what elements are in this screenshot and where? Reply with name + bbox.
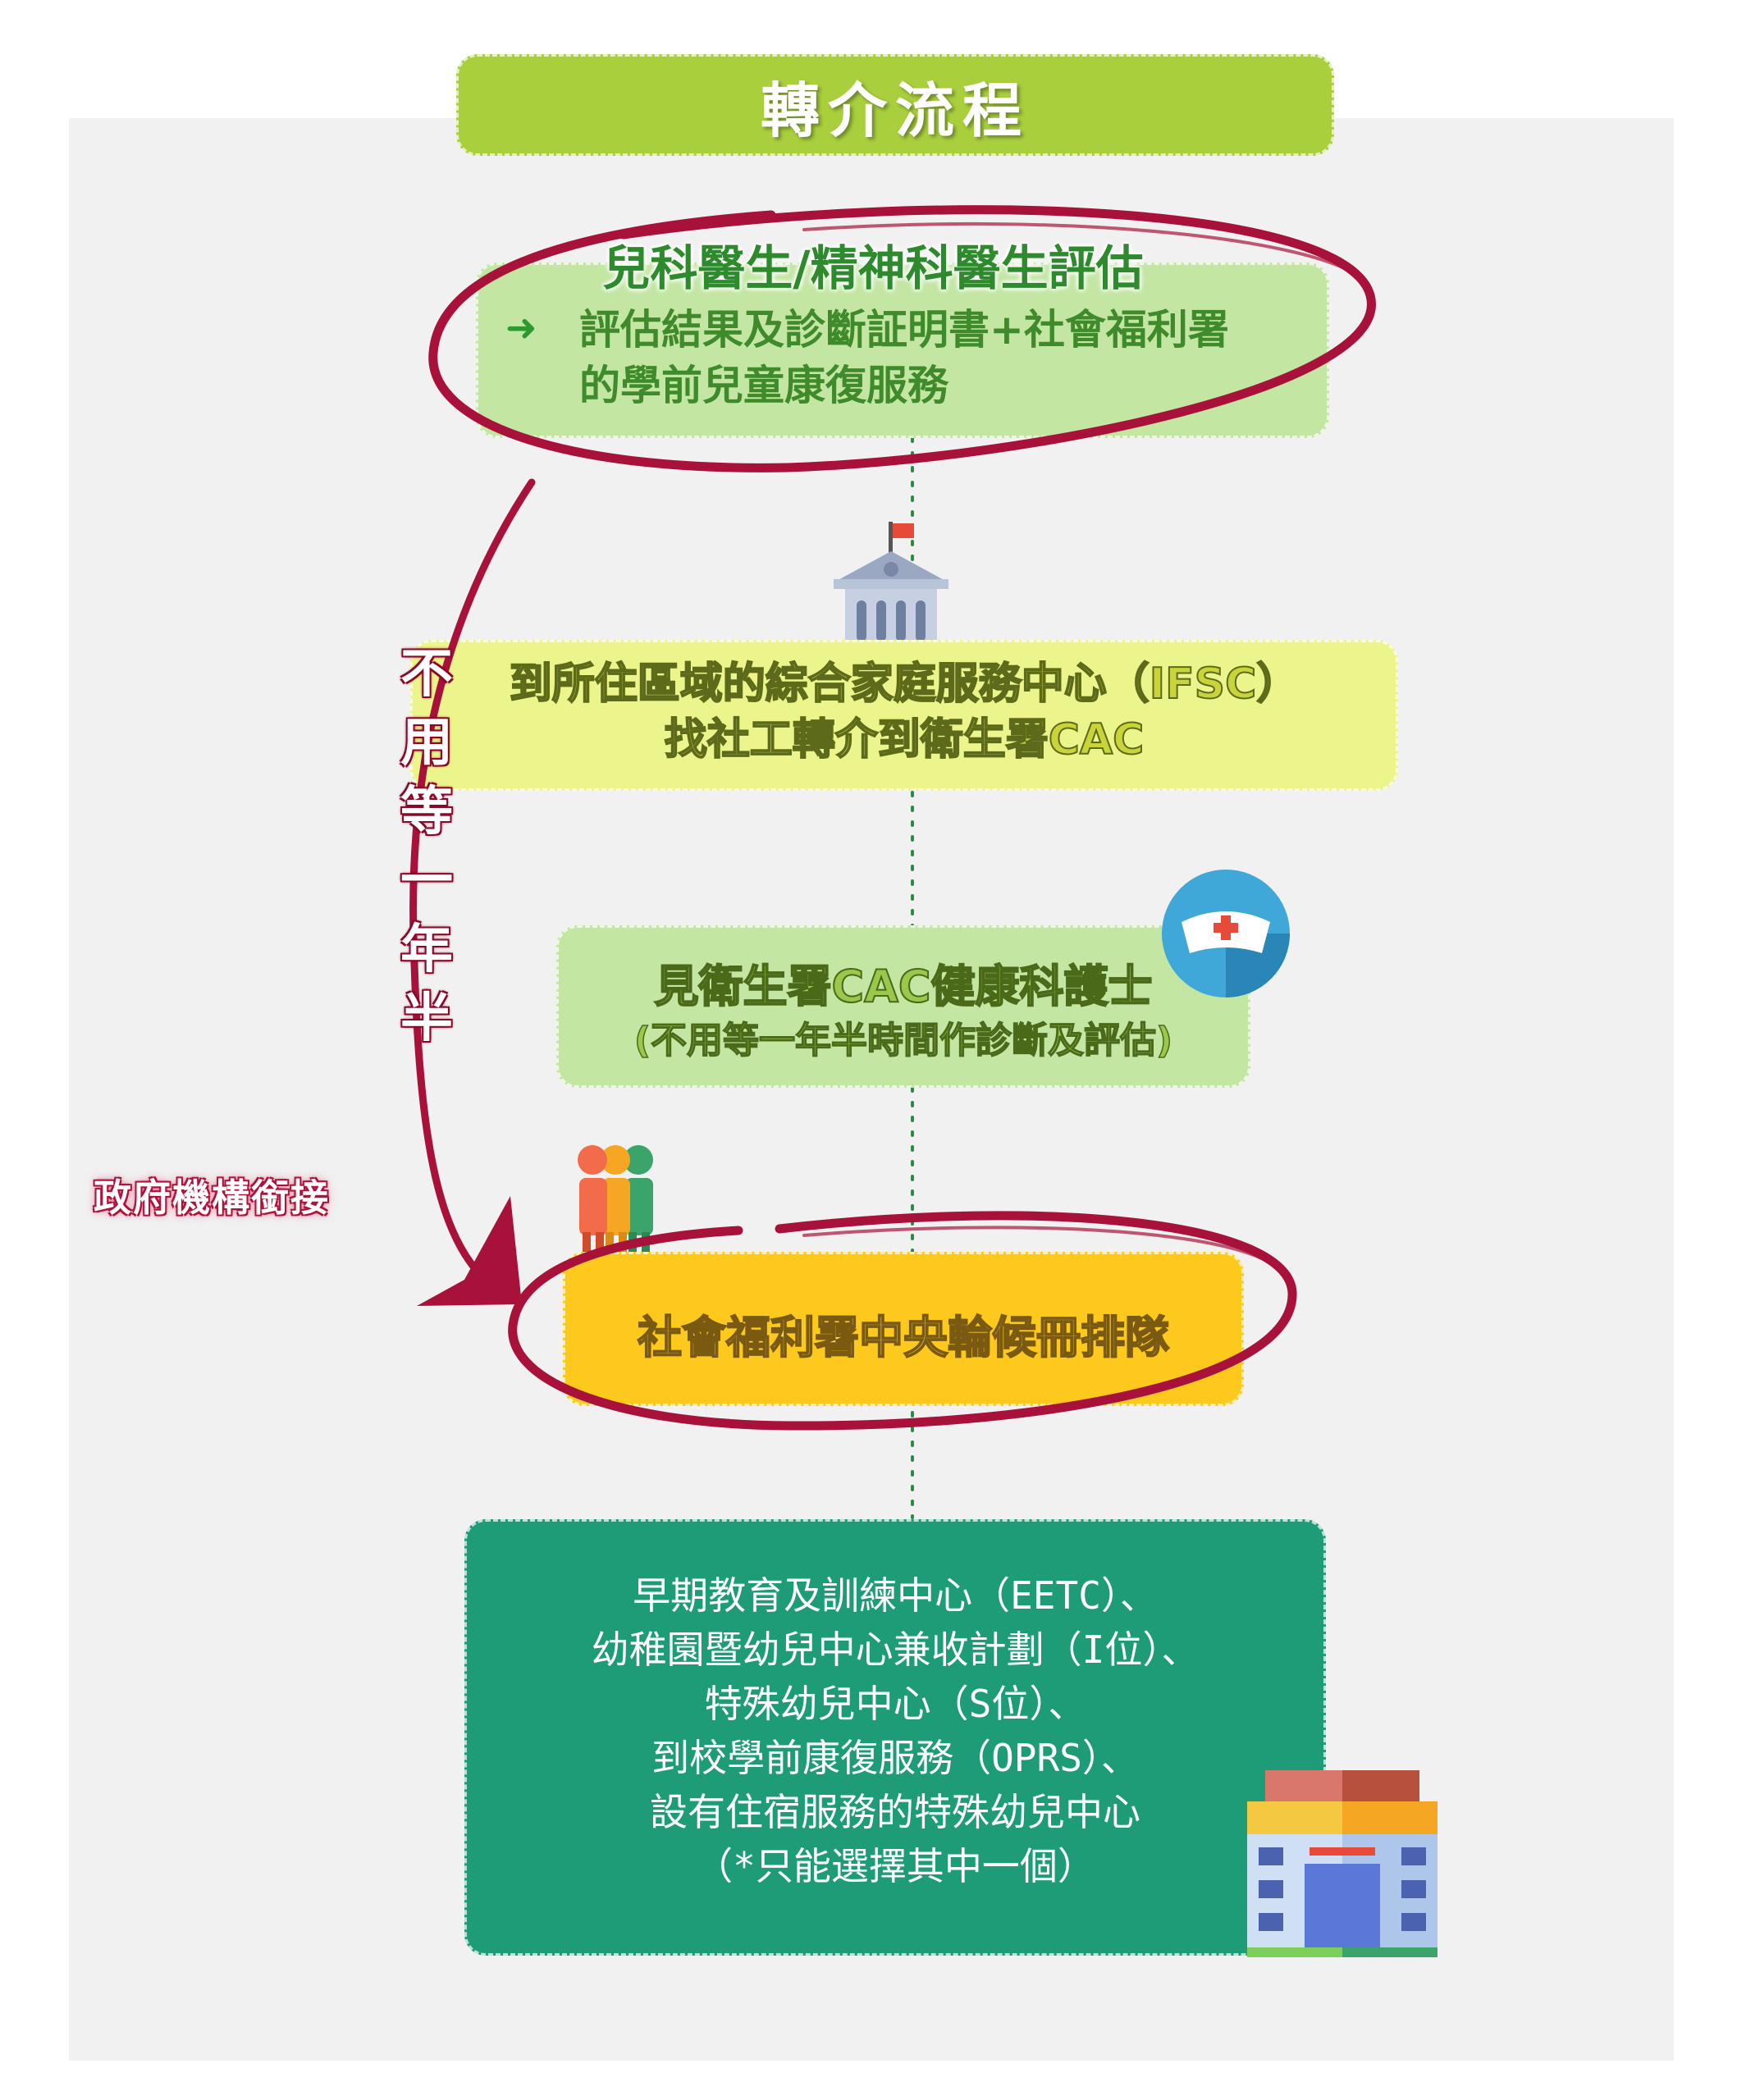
services-item: 幼稚園暨幼兒中心兼收計劃（I位）、: [591, 1628, 1200, 1672]
highlight-ellipse-top: [428, 205, 1376, 472]
gov-link-label: 政府機構銜接: [94, 1176, 330, 1220]
step-waitlist-text: 社會福利署中央輪候冊排隊: [637, 1311, 1170, 1364]
no-wait-char: 半: [400, 988, 453, 1049]
curved-arrow-line: [409, 478, 536, 1290]
step-cac-box: [556, 925, 1250, 1088]
school-building-icon: [1247, 1770, 1437, 1957]
step-paediatrician-heading: 兒科醫生/精神科醫生評估: [602, 240, 1144, 296]
services-item: 到校學前康復服務（OPRS）、: [651, 1736, 1139, 1780]
page-title: 轉介流程: [760, 75, 1030, 145]
services-item: 早期教育及訓練中心（EETC）、: [633, 1573, 1158, 1618]
step-cac-title: 見衛生署CAC健康科護士: [653, 960, 1153, 1013]
nurse-cap-icon: [1162, 870, 1290, 998]
step-ifsc-line2: 找社工轉介到衛生署CAC: [664, 714, 1145, 765]
services-item: （*只能選擇其中一個）: [695, 1844, 1095, 1888]
no-wait-char: 不: [400, 644, 453, 705]
no-wait-char: 年: [400, 920, 453, 980]
step-paediatrician-line2: 的學前兒童康復服務: [579, 362, 948, 409]
services-item: 特殊幼兒中心（S位）、: [704, 1682, 1086, 1726]
highlight-ellipse-bottom: [508, 1211, 1297, 1431]
highlight-ellipse-top-echo: [802, 221, 1364, 281]
step-ifsc-box: [410, 640, 1398, 791]
curved-arrow-head: [417, 1196, 522, 1306]
arrow-right-icon: ➜: [505, 305, 537, 349]
title-banner: 轉介流程: [456, 54, 1334, 156]
government-building-icon: [834, 522, 948, 641]
no-wait-char: 一: [400, 851, 453, 911]
highlight-ellipse-bottom-echo: [802, 1226, 1282, 1273]
services-list: 早期教育及訓練中心（EETC）、 幼稚園暨幼兒中心兼收計劃（I位）、 特殊幼兒中…: [464, 1568, 1326, 1893]
step-waitlist-box: [563, 1252, 1244, 1406]
no-wait-label: 不 用 等 一 年 半: [394, 640, 459, 1053]
step-ifsc-line1: 到所住區域的綜合家庭服務中心（IFSC）: [509, 659, 1300, 710]
step-paediatrician-line1: 評估結果及診斷証明書+社會福利署: [579, 306, 1229, 354]
step-services-box: [464, 1519, 1326, 1956]
step-paediatrician-body: 評估結果及診斷証明書+社會福利署 的學前兒童康復服務: [579, 302, 1318, 413]
step-ifsc-text: 到所住區域的綜合家庭服務中心（IFSC） 找社工轉介到衛生署CAC: [410, 656, 1398, 768]
no-wait-char: 用: [400, 713, 453, 774]
services-item: 設有住宿服務的特殊幼兒中心: [650, 1790, 1140, 1834]
no-wait-char: 等: [400, 782, 453, 842]
step-cac-subtitle: (不用等一年半時間作診斷及評估): [633, 1019, 1173, 1062]
